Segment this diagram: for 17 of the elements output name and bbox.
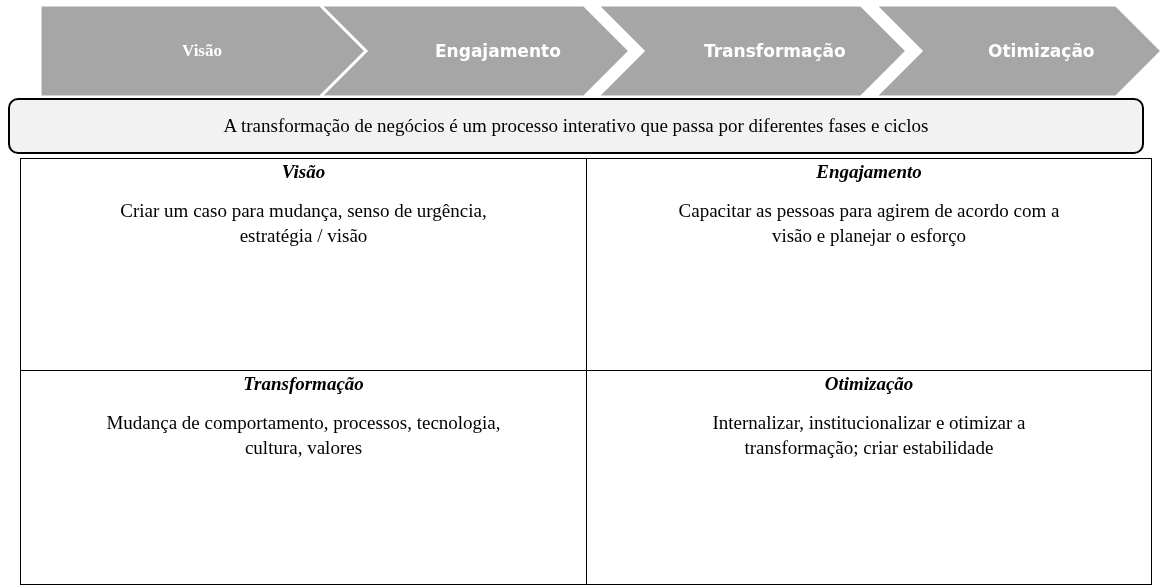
- cell-heading: Transformação: [242, 373, 365, 395]
- cell-heading: Engajamento: [815, 161, 923, 183]
- table-cell: [20, 370, 587, 585]
- phase-label: Transformação: [704, 41, 846, 61]
- table-cell: [20, 158, 587, 371]
- cell-text: Internalizar, institucionalizar e otimizar a transformação; criar estabilidade: [711, 411, 1027, 460]
- statement-box: [8, 98, 1144, 154]
- statement-text: A transformação de negócios é um processo interativo que passa por diferentes fases e ciclos: [223, 115, 929, 137]
- table-cell: [586, 158, 1152, 371]
- cell-heading: Otimização: [823, 373, 915, 395]
- cell-text: Capacitar as pessoas para agirem de acordo com a visão e planejar o esforço: [677, 199, 1061, 248]
- table-cell: [586, 370, 1152, 585]
- phase-label: Otimização: [988, 41, 1095, 61]
- cell-text: Mudança de comportamento, processos, tecnologia, cultura, valores: [105, 411, 502, 460]
- phase-label: Engajamento: [435, 41, 561, 61]
- cell-heading: Visão: [280, 161, 327, 183]
- cell-text: Criar um caso para mudança, senso de urgência, estratégia / visão: [119, 199, 488, 248]
